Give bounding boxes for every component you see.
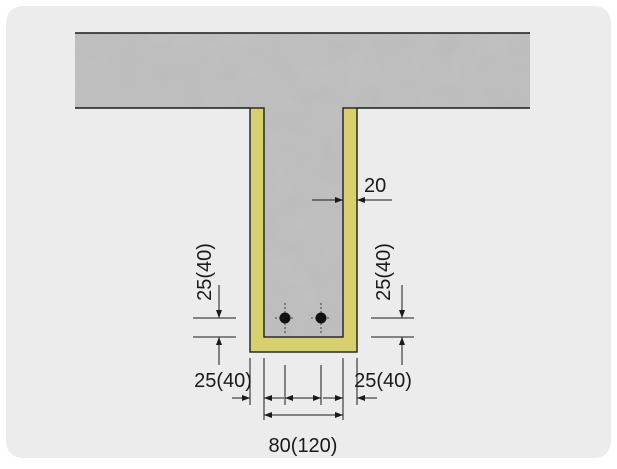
left-horizontal-cover-label: 25(40): [194, 370, 252, 392]
insulation-jacket: [249, 107, 358, 353]
concrete-grain: [75, 33, 530, 352]
right-horizontal-cover-label: 25(40): [354, 370, 412, 392]
rebar-left-bar: [279, 312, 291, 324]
dimension-lines: [193, 197, 414, 420]
right-vertical-cover-label: 25(40): [373, 243, 395, 301]
concrete-t-section: [75, 32, 530, 352]
side-thickness-label: 20: [364, 175, 386, 197]
bottom-width-label: 80(120): [269, 435, 338, 457]
rebars: [275, 303, 331, 334]
left-vertical-cover-label: 25(40): [194, 243, 216, 301]
rebar-left: [275, 303, 295, 334]
rebar-right-bar: [315, 312, 327, 324]
rebar-right: [311, 303, 331, 334]
flange-outline: [75, 32, 530, 109]
